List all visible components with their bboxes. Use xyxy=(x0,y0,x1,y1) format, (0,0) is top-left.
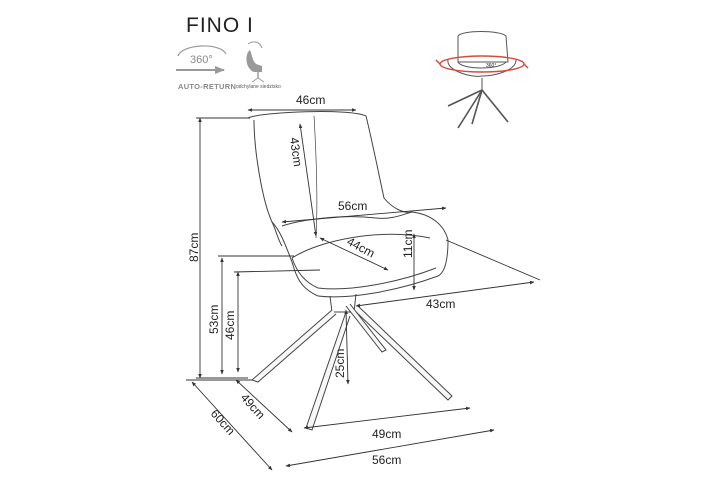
dim-leg-height: 25cm xyxy=(333,349,347,378)
dim-seat-height: 53cm xyxy=(207,305,221,334)
dim-backrest-height: 43cm xyxy=(287,136,305,167)
dim-total-height: 87cm xyxy=(187,233,201,262)
dimension-labels: 46cm 43cm 56cm 44cm 11cm 87cm 53cm 46cm … xyxy=(187,93,455,467)
auto-return-label: AUTO-RETURN xyxy=(178,82,237,91)
dim-total-width: 56cm xyxy=(372,453,401,467)
dim-total-depth: 60cm xyxy=(208,407,238,438)
dim-seat-back-width: 46cm xyxy=(296,93,325,107)
recline-chair-icon xyxy=(246,41,265,83)
dim-base-width: 49cm xyxy=(372,427,401,441)
chair-thumbnail xyxy=(447,31,517,129)
product-title: FINO I xyxy=(186,14,254,37)
dimension-lines xyxy=(186,108,541,471)
dim-base-depth: 49cm xyxy=(238,391,268,422)
rotation-360-label: 360° xyxy=(190,54,213,66)
dim-armrest-height: 11cm xyxy=(401,230,415,258)
dim-seat-depth: 44cm xyxy=(345,234,377,260)
thumbnail-rotation-label: 360° xyxy=(486,63,496,69)
thumbnail-rotation-icon: 360° xyxy=(435,55,529,73)
dim-armrest-width: 56cm xyxy=(338,199,367,213)
dim-seat-height-inner: 46cm xyxy=(223,311,237,340)
rotation-360-icon: 360° xyxy=(176,45,227,74)
recline-label: odchylane siedzisko xyxy=(236,84,281,90)
dim-seat-side-depth: 43cm xyxy=(426,297,455,311)
